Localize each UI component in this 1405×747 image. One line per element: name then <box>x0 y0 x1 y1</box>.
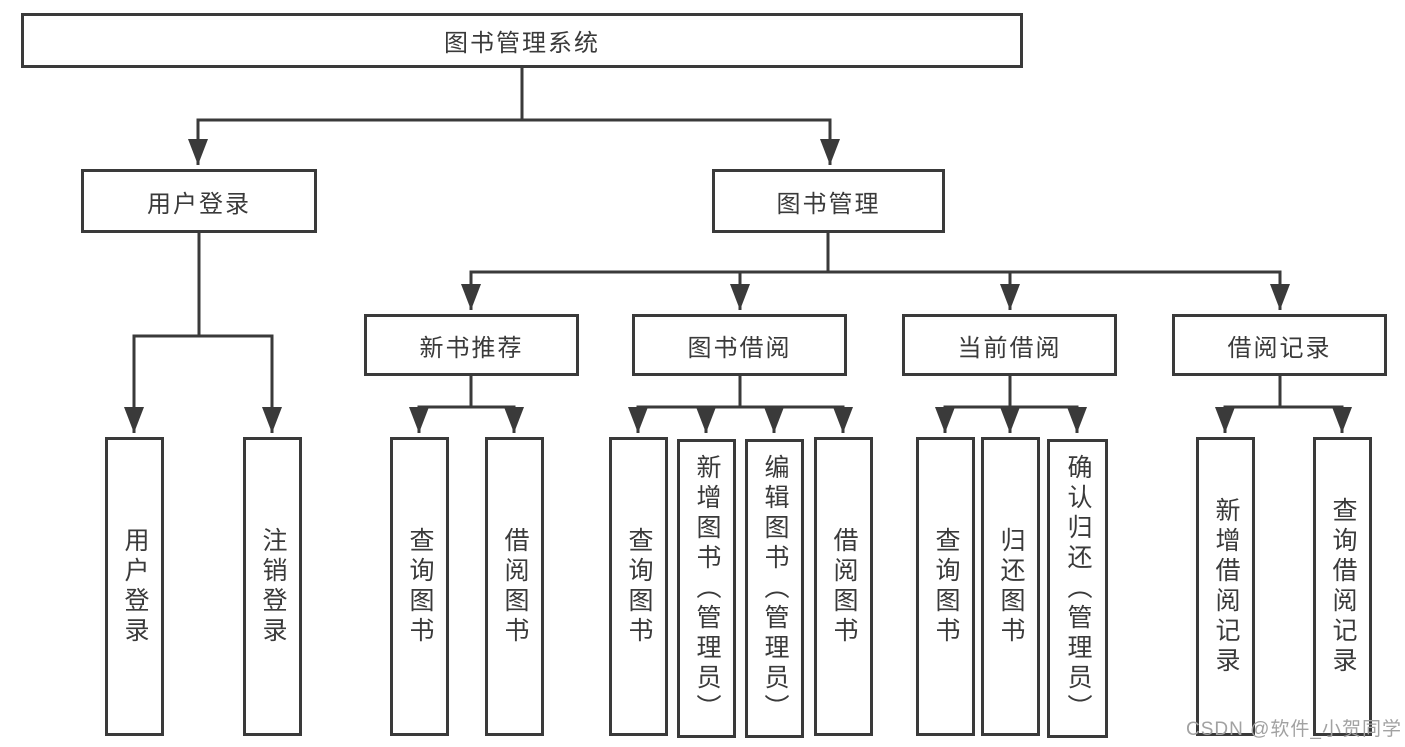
leaf-confirm-return-admin-label: 确认归还（管理员） <box>1064 453 1092 724</box>
leaf-query-books-2: 查询图书 <box>609 437 668 736</box>
leaf-add-book-admin-label: 新增图书（管理员） <box>693 453 721 724</box>
node-root: 图书管理系统 <box>21 13 1023 68</box>
node-borrow-records: 借阅记录 <box>1172 314 1387 376</box>
leaf-query-borrow-record-label: 查询借阅记录 <box>1329 496 1357 677</box>
node-book-management-label: 图书管理 <box>776 190 881 218</box>
leaf-add-book-admin: 新增图书（管理员） <box>677 439 736 738</box>
node-user-login-label: 用户登录 <box>147 190 251 218</box>
node-new-book-recommend: 新书推荐 <box>364 314 579 376</box>
leaf-logout-label: 注销登录 <box>259 526 287 647</box>
leaf-borrow-books-2-label: 借阅图书 <box>830 526 858 647</box>
node-user-login: 用户登录 <box>81 169 317 233</box>
node-new-book-recommend-label: 新书推荐 <box>419 334 524 362</box>
leaf-user-login: 用户登录 <box>105 437 164 736</box>
leaf-return-book-label: 归还图书 <box>997 526 1025 647</box>
leaf-borrow-books-2: 借阅图书 <box>814 437 873 736</box>
watermark-text: CSDN @软件_小贺同学 <box>1186 719 1402 740</box>
leaf-borrow-books-1: 借阅图书 <box>485 437 544 736</box>
node-book-borrow: 图书借阅 <box>632 314 847 376</box>
leaf-add-borrow-record: 新增借阅记录 <box>1196 437 1255 736</box>
leaf-add-borrow-record-label: 新增借阅记录 <box>1212 496 1240 677</box>
node-borrow-records-label: 借阅记录 <box>1227 334 1332 362</box>
node-current-borrow: 当前借阅 <box>902 314 1117 376</box>
leaf-confirm-return-admin: 确认归还（管理员） <box>1047 439 1108 738</box>
leaf-borrow-books-1-label: 借阅图书 <box>501 526 529 647</box>
node-root-label: 图书管理系统 <box>444 30 600 57</box>
node-book-management: 图书管理 <box>712 169 945 233</box>
leaf-query-books-2-label: 查询图书 <box>625 526 653 647</box>
leaf-logout: 注销登录 <box>243 437 302 736</box>
leaf-query-books-3: 查询图书 <box>916 437 975 736</box>
leaf-user-login-label: 用户登录 <box>121 526 149 647</box>
leaf-query-books-1: 查询图书 <box>390 437 449 736</box>
node-current-borrow-label: 当前借阅 <box>957 334 1062 362</box>
leaf-query-books-3-label: 查询图书 <box>932 526 960 647</box>
leaf-return-book: 归还图书 <box>981 437 1040 736</box>
leaf-edit-book-admin: 编辑图书（管理员） <box>745 439 804 738</box>
node-book-borrow-label: 图书借阅 <box>687 334 792 362</box>
leaf-query-borrow-record: 查询借阅记录 <box>1313 437 1372 736</box>
leaf-query-books-1-label: 查询图书 <box>406 526 434 647</box>
leaf-edit-book-admin-label: 编辑图书（管理员） <box>761 453 789 724</box>
